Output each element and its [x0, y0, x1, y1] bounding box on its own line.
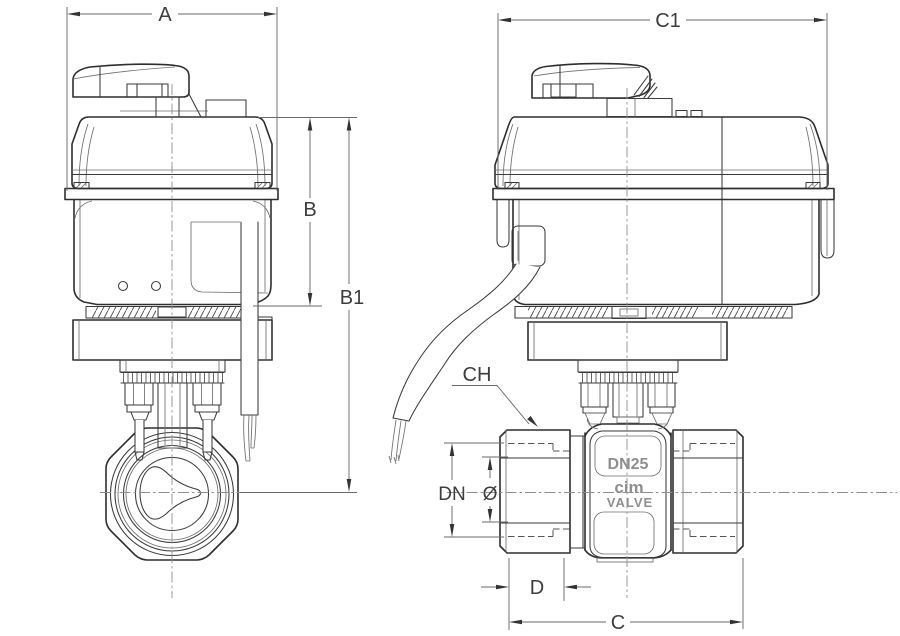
- valve-mounting-side: [577, 359, 679, 425]
- manual-knob-side: [531, 62, 703, 118]
- dimension-d-label: D: [530, 577, 544, 599]
- manual-knob-front: [72, 63, 247, 118]
- knob-slot-hatch: [633, 75, 658, 99]
- dimension-dn: DN: [438, 442, 504, 538]
- front-view: [64, 63, 357, 598]
- ball-port: [139, 466, 202, 520]
- dimension-b1: B1: [340, 117, 364, 492]
- dimension-c: C: [509, 558, 744, 634]
- indicator-led: [150, 280, 162, 292]
- lid-foot: [73, 181, 90, 190]
- lid-tab: [690, 109, 703, 118]
- dimension-a: A: [66, 4, 278, 191]
- cable-gland: [511, 225, 546, 267]
- valve-marking-valve: VALVE: [607, 495, 653, 510]
- flange-plate-side: [492, 187, 835, 201]
- valve-marking-size: DN25: [608, 456, 649, 473]
- indicator-led: [117, 280, 129, 292]
- dimension-b: B: [253, 117, 357, 307]
- dimension-c1-label: C1: [655, 10, 681, 32]
- dimension-d: D: [481, 558, 591, 630]
- actuator-body-side: [511, 116, 820, 306]
- terminal-box-front: [205, 99, 247, 118]
- dimension-diameter: Ø: [482, 456, 508, 523]
- dimension-b1-label: B1: [340, 287, 364, 309]
- dimension-dn-label: DN: [438, 484, 465, 505]
- limit-strip-right: [820, 198, 835, 259]
- valve-marking-brand: cim: [614, 478, 643, 497]
- dimension-a-label: A: [158, 4, 172, 26]
- dimension-c-label: C: [611, 612, 625, 634]
- label-ch: CH: [452, 364, 538, 427]
- wires-front: [240, 221, 259, 462]
- label-ch-text: CH: [463, 364, 492, 386]
- dimension-c1: C1: [497, 10, 828, 190]
- lid-foot: [504, 181, 520, 190]
- dimension-b-label: B: [303, 199, 316, 221]
- flange-plate-front: [64, 187, 279, 201]
- cable-side: [388, 263, 541, 465]
- dimension-diameter-label: Ø: [483, 484, 498, 505]
- lid-tab: [675, 109, 688, 118]
- limit-strip-left: [496, 198, 510, 248]
- vent-band-side: [514, 305, 793, 320]
- valve-side-view: DN25 cim VALVE: [499, 418, 744, 563]
- mounting-bracket-side: [527, 321, 728, 361]
- side-view: DN25 cim VALVE: [388, 62, 897, 598]
- valve-mounting-front: [119, 359, 226, 461]
- actuator-lid-side: [494, 116, 829, 190]
